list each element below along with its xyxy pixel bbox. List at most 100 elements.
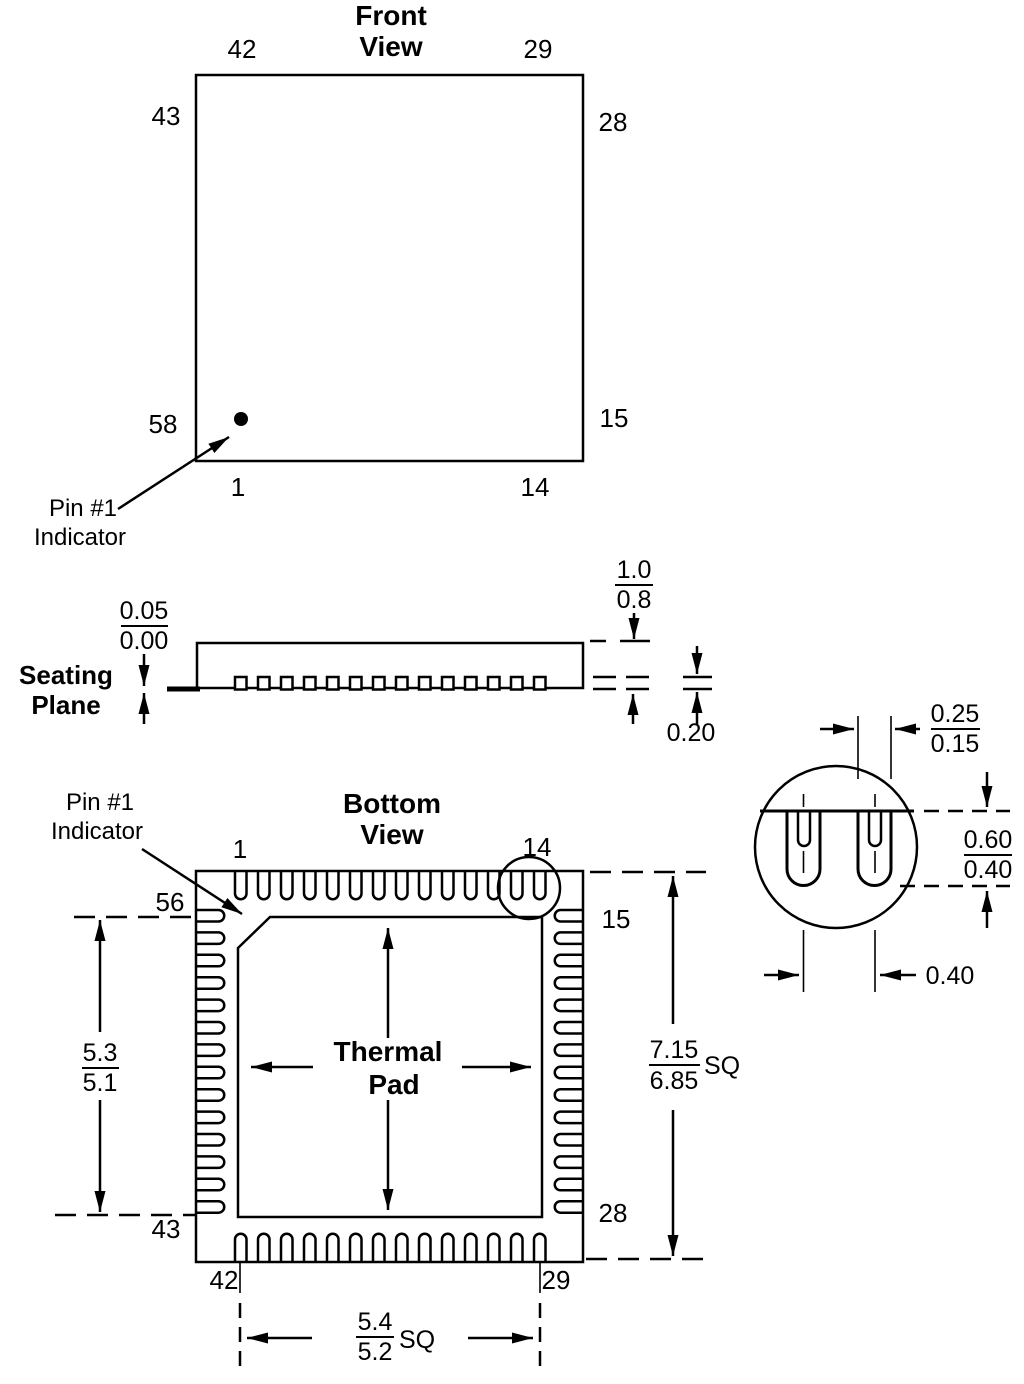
lead <box>486 675 501 691</box>
front-view-body-outline <box>194 73 585 463</box>
lead <box>197 1087 226 1102</box>
bottom-view: Bottom View Thermal Pad Pin #1 Indicator… <box>51 788 740 1367</box>
bottom-pin1-callout-arrow <box>141 847 243 916</box>
lead <box>197 1155 226 1170</box>
lead-width-max: 0.25 <box>931 700 980 728</box>
lead <box>348 675 363 691</box>
lead <box>394 675 409 691</box>
bottom-pin-43: 43 <box>152 1214 181 1244</box>
front-view-pin1-dot <box>234 412 248 426</box>
detail-callout-circle <box>753 764 919 930</box>
lead <box>417 675 432 691</box>
bottom-pin-14: 14 <box>523 832 552 862</box>
lead <box>233 675 248 691</box>
lead <box>394 1232 409 1261</box>
pad-size-min: 5.2 <box>358 1338 393 1366</box>
side-view-leads <box>233 675 547 691</box>
front-view-title-line1: Front <box>355 0 427 31</box>
lead <box>553 1020 582 1035</box>
seating-plane-label-line1: Seating <box>19 660 113 690</box>
lead <box>325 872 340 901</box>
lead-length-min: 0.40 <box>964 856 1013 884</box>
lead <box>256 1232 271 1261</box>
lead <box>553 1155 582 1170</box>
lead <box>509 1232 524 1261</box>
side-view-body-outline <box>195 641 585 690</box>
lead <box>553 1110 582 1125</box>
lead <box>417 1232 432 1261</box>
lead <box>553 975 582 990</box>
lead-span-max: 5.3 <box>83 1039 118 1067</box>
body-size-suffix: SQ <box>704 1052 740 1080</box>
lead <box>197 998 226 1013</box>
lead <box>553 908 582 923</box>
lead <box>394 872 409 901</box>
front-pin-58: 58 <box>149 409 178 439</box>
lead <box>302 675 317 691</box>
lead <box>553 998 582 1013</box>
bottom-pin1-label-line1: Pin #1 <box>66 789 134 816</box>
lead <box>197 1199 226 1214</box>
bottom-view-right-leads <box>553 908 582 1214</box>
lead <box>197 1043 226 1058</box>
front-pin-15: 15 <box>600 403 629 433</box>
lead <box>553 1065 582 1080</box>
front-pin-28: 28 <box>599 107 628 137</box>
lead <box>509 872 524 901</box>
lead <box>256 675 271 691</box>
lead <box>463 1232 478 1261</box>
front-pin1-callout-arrow <box>117 435 230 511</box>
lead <box>553 1043 582 1058</box>
lead <box>302 872 317 901</box>
front-pin1-label-line1: Pin #1 <box>49 495 117 522</box>
lead <box>197 1132 226 1147</box>
bottom-pin-15: 15 <box>602 904 631 934</box>
detail-lead-inner-right <box>867 811 883 848</box>
lead <box>509 675 524 691</box>
side-view: Seating Plane 0.05 0.00 1.0 0.8 0.20 <box>19 556 715 747</box>
bottom-pin-1: 1 <box>233 834 247 864</box>
standoff-max: 0.05 <box>120 597 169 625</box>
detail-lead-inner-left <box>796 811 812 848</box>
seating-plane-label-line2: Plane <box>31 690 100 720</box>
lead <box>532 1232 547 1261</box>
lead <box>302 1232 317 1261</box>
lead <box>371 675 386 691</box>
lead <box>553 931 582 946</box>
lead <box>279 872 294 901</box>
lead <box>197 931 226 946</box>
lead <box>532 872 547 901</box>
lead-detail-callout-circle <box>496 855 562 921</box>
bottom-pin-56: 56 <box>156 887 185 917</box>
lead <box>553 1199 582 1214</box>
lead <box>197 1065 226 1080</box>
thermal-pad-label-line1: Thermal <box>334 1036 443 1067</box>
lead <box>486 1232 501 1261</box>
lead <box>371 1232 386 1261</box>
lead <box>325 1232 340 1261</box>
lead <box>197 975 226 990</box>
lead <box>463 872 478 901</box>
lead <box>197 1177 226 1192</box>
lead <box>279 675 294 691</box>
lead <box>440 872 455 901</box>
detail-lead-outer-left <box>785 811 822 887</box>
lead <box>233 1232 248 1261</box>
lead <box>197 1110 226 1125</box>
height-min: 0.8 <box>617 586 652 614</box>
front-pin-29: 29 <box>524 34 553 64</box>
lead <box>440 1232 455 1261</box>
front-pin1-label-line2: Indicator <box>34 524 126 551</box>
bottom-view-bottom-leads <box>233 1232 547 1261</box>
detail-lead-outer-right <box>856 811 893 887</box>
lead <box>325 675 340 691</box>
bottom-view-title-line2: View <box>360 819 424 850</box>
lead <box>532 675 547 691</box>
lead <box>553 953 582 968</box>
lead <box>348 1232 363 1261</box>
lead <box>197 908 226 923</box>
thermal-pad-label-line2: Pad <box>368 1069 419 1100</box>
bottom-pin-29: 29 <box>542 1265 571 1295</box>
